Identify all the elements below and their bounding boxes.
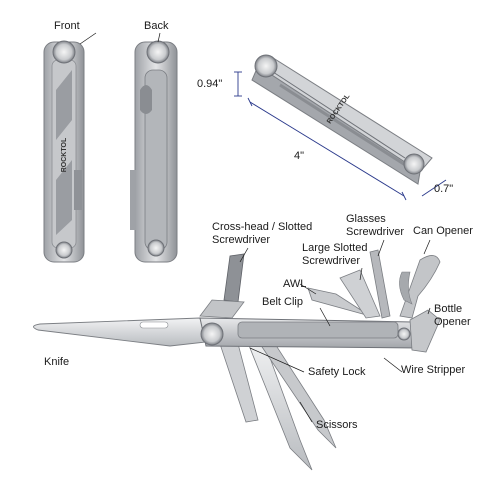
open-tool-view — [33, 32, 441, 471]
label-safety-lock: Safety Lock — [308, 366, 366, 378]
label-awl: AWL — [283, 278, 307, 290]
label-glasses-line2: Screwdriver — [346, 226, 405, 238]
closed-view: ROCKTOL — [234, 54, 447, 201]
label-knife: Knife — [44, 356, 70, 368]
label-cross-head: Cross-head / Slotted Screwdriver — [212, 221, 312, 247]
label-cross-head-line2: Screwdriver — [212, 234, 271, 246]
dimension-height: 0.94" — [197, 78, 223, 90]
front-view: ROCKTOL — [43, 40, 85, 263]
label-large-slotted-line1: Large Slotted — [302, 242, 368, 254]
dimension-length: 4" — [294, 150, 305, 162]
front-view-label: Front — [54, 20, 80, 32]
svg-text:ROCKTOL: ROCKTOL — [61, 137, 68, 172]
label-bottle-line2: Opener — [434, 316, 471, 328]
label-scissors: Scissors — [316, 419, 358, 431]
label-large-slotted-line2: Screwdriver — [302, 255, 361, 267]
label-belt-clip: Belt Clip — [262, 296, 303, 308]
label-wire-stripper: Wire Stripper — [401, 364, 466, 376]
label-cross-head-line1: Cross-head / Slotted — [212, 221, 313, 233]
label-large-slotted: Large Slotted Screwdriver — [302, 242, 367, 268]
back-view — [130, 40, 178, 263]
label-bottle-line1: Bottle — [434, 303, 463, 315]
label-can-opener: Can Opener — [413, 225, 473, 237]
label-glasses-line1: Glasses — [346, 213, 386, 225]
back-view-label: Back — [144, 20, 169, 32]
dimension-width: 0.7" — [434, 183, 454, 195]
label-glasses-screwdriver: Glasses Screwdriver — [346, 213, 404, 239]
label-bottle-opener: Bottle Opener — [434, 303, 471, 329]
